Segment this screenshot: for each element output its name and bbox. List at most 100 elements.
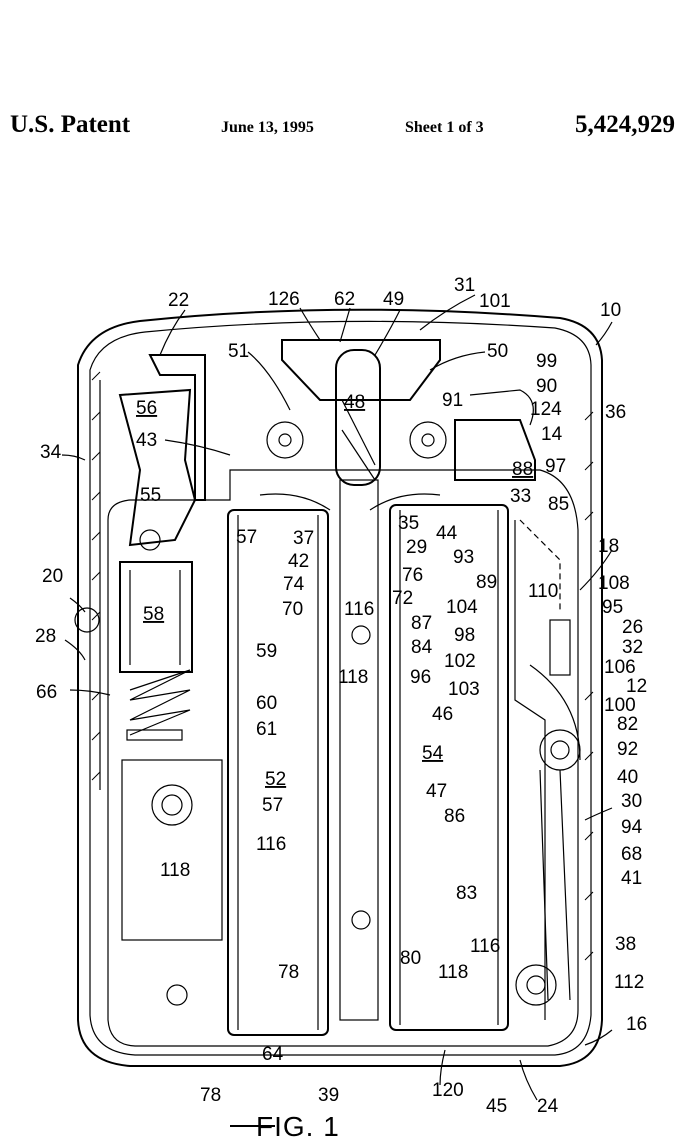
ref-29: 29 [406,537,427,558]
ref-74: 74 [283,574,305,595]
patent-number: 5,424,929 [575,111,675,138]
ref-116c: 116 [470,936,500,957]
ref-101: 101 [479,291,511,312]
ref-99: 99 [536,351,557,372]
ref-30: 30 [621,791,642,812]
figure-caption: FIG. 1 [230,1111,340,1142]
ref-93: 93 [453,547,474,568]
ref-47: 47 [426,781,447,802]
ref-40: 40 [617,767,638,788]
ref-126: 126 [268,289,300,310]
battery-left [227,509,329,1036]
ref-64: 64 [262,1044,284,1065]
ref-84: 84 [411,637,433,658]
ref-92: 92 [617,739,638,760]
ref-51: 51 [228,341,249,362]
ref-120: 120 [432,1080,464,1101]
ref-22: 22 [168,290,189,311]
right-mechanism [454,389,581,1020]
ref-100: 100 [604,695,636,716]
housing-outline [77,308,603,1067]
ref-106: 106 [604,657,636,678]
ref-94: 94 [621,817,643,838]
ref-59: 59 [256,641,277,662]
ref-34: 34 [40,442,62,463]
ref-45: 45 [486,1096,507,1117]
ref-43: 43 [136,430,157,451]
ref-42: 42 [288,551,309,572]
ref-97: 97 [545,456,566,477]
ref-48: 48 [344,392,365,413]
ref-33: 33 [510,486,531,507]
ref-38: 38 [615,934,636,955]
ref-54: 54 [422,743,444,764]
ref-61: 61 [256,719,277,740]
inner-frame [107,469,579,1047]
ref-87: 87 [411,613,432,634]
fig-label: FIG. 1 [256,1111,340,1142]
ref-108: 108 [598,573,630,594]
ref-28: 28 [35,626,56,647]
ref-62: 62 [334,289,355,310]
ref-66: 66 [36,682,57,703]
ref-20: 20 [42,566,63,587]
ref-55: 55 [140,485,161,506]
ref-89: 89 [476,572,497,593]
ref-85: 85 [548,494,569,515]
ref-80: 80 [400,948,421,969]
ref-88: 88 [512,459,533,480]
ref-96: 96 [410,667,431,688]
ref-102: 102 [444,651,476,672]
patent-date: June 13, 1995 [221,119,314,136]
ref-98: 98 [454,625,475,646]
ref-16: 16 [626,1014,647,1035]
ref-12: 12 [626,676,647,697]
ref-110: 110 [528,581,558,602]
ref-49: 49 [383,289,404,310]
ref-112: 112 [614,972,644,993]
ref-78b: 78 [200,1085,221,1106]
ref-50: 50 [487,341,508,362]
ref-104: 104 [446,597,478,618]
valve-assembly [259,339,447,511]
ref-44: 44 [436,523,458,544]
left-mechanism [74,354,223,1006]
ref-116b: 116 [256,834,286,855]
ref-86: 86 [444,806,465,827]
ref-26: 26 [622,617,643,638]
sheet-number: Sheet 1 of 3 [405,119,484,136]
ref-35: 35 [398,513,419,534]
ref-78a: 78 [278,962,299,983]
reference-numerals: 22 126 62 49 31 101 10 51 50 99 56 48 90… [35,275,647,1117]
ref-57a: 57 [236,527,257,548]
ref-118c: 118 [438,962,468,983]
ref-118b: 118 [160,860,190,881]
patent-title: U.S. Patent [10,111,131,138]
ref-32: 32 [622,637,643,658]
ref-41: 41 [621,868,642,889]
ref-10: 10 [600,300,621,321]
ref-60: 60 [256,693,277,714]
ref-36: 36 [605,402,626,423]
ref-90: 90 [536,376,557,397]
ref-14: 14 [541,424,563,445]
ref-116a: 116 [344,599,374,620]
ref-18: 18 [598,536,619,557]
center-column [339,479,379,1021]
ref-39: 39 [318,1085,339,1106]
ref-83: 83 [456,883,477,904]
battery-right [389,504,509,1031]
leader-lines [61,294,613,1101]
ref-37: 37 [293,528,314,549]
ref-52: 52 [265,769,286,790]
ref-124: 124 [530,399,562,420]
ref-76: 76 [402,565,423,586]
ref-118a: 118 [338,667,368,688]
ref-91: 91 [442,390,463,411]
ref-82: 82 [617,714,638,735]
ref-70: 70 [282,599,303,620]
ref-46: 46 [432,704,453,725]
ref-72: 72 [392,588,413,609]
ref-56: 56 [136,398,157,419]
